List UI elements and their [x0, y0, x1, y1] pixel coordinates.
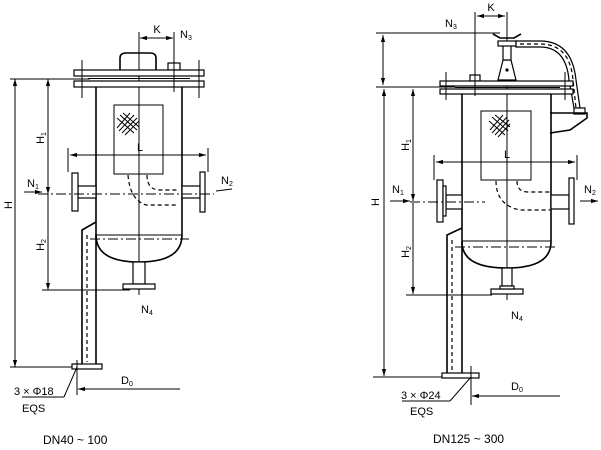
label-N2: N2 — [584, 184, 596, 197]
label-bolt-holes: 3 × Φ24 — [401, 390, 441, 402]
label-N3: N3 — [445, 18, 457, 31]
label-D0: D0 — [511, 381, 523, 394]
label-H: H — [3, 201, 15, 209]
label-bolt-holes: 3 × Φ18 — [14, 386, 54, 398]
lid-flange — [73, 69, 205, 77]
base-plate — [441, 372, 480, 379]
mesh-icon — [488, 114, 511, 138]
filter-basket — [480, 110, 532, 181]
label-H1: H1 — [400, 139, 413, 151]
drawing-large: H H1 H2 L K N3 N1 N2 N4 D0 3 × Φ24 EQS — [370, 2, 598, 446]
drawing-small: H H1 H2 L K N3 N1 N2 N4 D0 3 × Φ18 EQS — [3, 24, 233, 447]
label-eqs: EQS — [410, 406, 433, 418]
label-L: L — [504, 149, 510, 161]
label-L: L — [137, 142, 143, 154]
label-K: K — [153, 24, 161, 36]
caption-small: DN40 ~ 100 — [43, 433, 108, 447]
outlet-nozzle-n2 — [181, 185, 201, 199]
body-flange — [73, 80, 205, 88]
label-H2: H2 — [400, 246, 413, 258]
label-N3: N3 — [180, 29, 192, 42]
label-K: K — [487, 2, 495, 14]
label-N4: N4 — [141, 304, 153, 317]
filter-basket — [113, 104, 164, 175]
caption-large: DN125 ~ 300 — [433, 432, 504, 446]
wing-nut-icon — [492, 33, 522, 39]
lid-flange — [439, 80, 574, 87]
label-H2: H2 — [35, 239, 48, 251]
mesh-icon — [116, 112, 140, 136]
label-H: H — [370, 198, 382, 206]
label-N4: N4 — [511, 310, 523, 323]
label-N1: N1 — [27, 178, 39, 191]
drain-nozzle-n4 — [501, 267, 513, 287]
outlet-nozzle-n2 — [550, 194, 570, 210]
body-flange — [439, 88, 574, 95]
drain-nozzle-n4 — [132, 261, 146, 285]
lid-handle — [119, 52, 157, 70]
label-N2: N2 — [221, 175, 233, 188]
label-H1: H1 — [35, 132, 48, 144]
label-N1: N1 — [392, 184, 404, 197]
inlet-nozzle-n1 — [77, 185, 97, 199]
lift-hose — [515, 40, 581, 109]
label-eqs: EQS — [22, 403, 45, 415]
label-D0: D0 — [121, 375, 133, 388]
